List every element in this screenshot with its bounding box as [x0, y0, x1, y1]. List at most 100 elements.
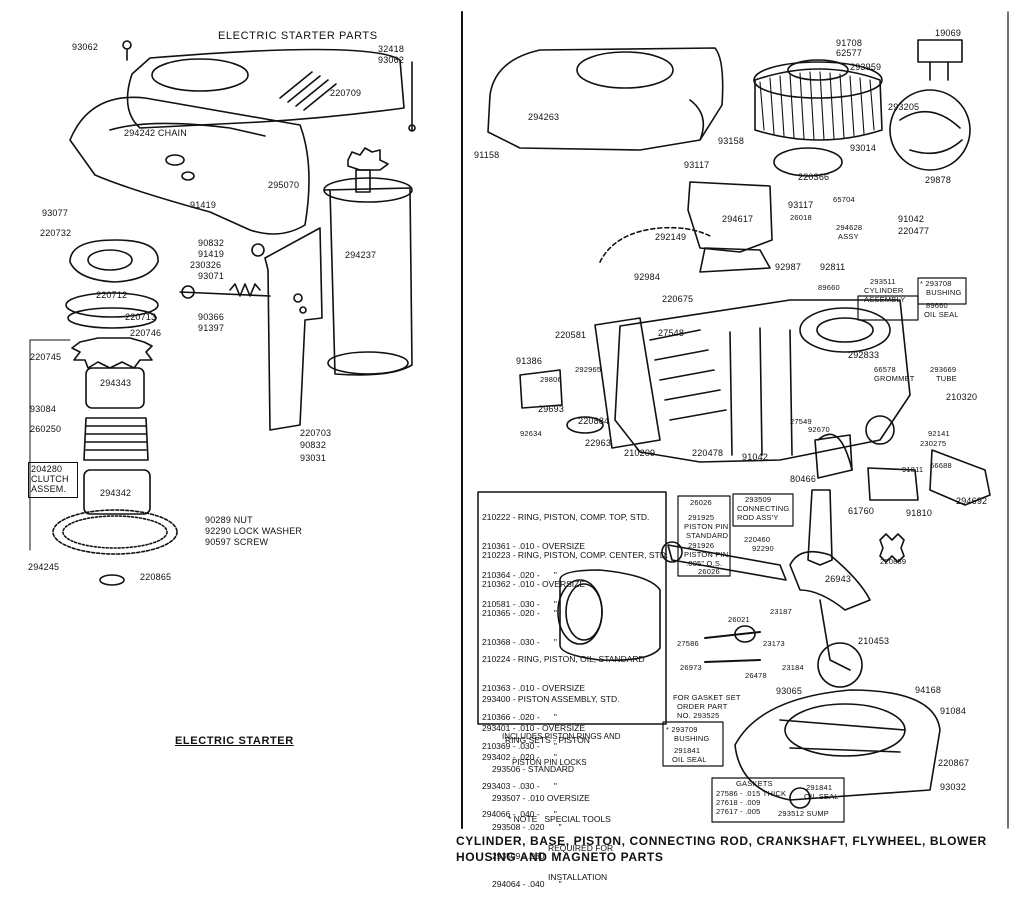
- label-29878: 29878: [925, 175, 952, 185]
- label-220732: 220732: [40, 228, 72, 238]
- label-91042b: 91042: [742, 452, 769, 462]
- label-294342: 294342: [100, 488, 132, 498]
- label-assy: ASSY: [838, 232, 859, 241]
- label-gasket-2: 27618 - .009: [716, 798, 761, 807]
- rings-top-list: 210222 - RING, PISTON, COMP. TOP, STD. 2…: [482, 494, 649, 628]
- parts-diagram-page: ELECTRIC STARTER PARTS ELECTRIC STARTER …: [28, 11, 1009, 890]
- label-220712: 220712: [96, 290, 128, 300]
- title-electric-starter: ELECTRIC STARTER: [175, 735, 294, 747]
- label-220865: 220865: [140, 572, 172, 582]
- label-29693: 29693: [538, 404, 565, 414]
- label-210320: 210320: [946, 392, 978, 402]
- label-23187: 23187: [770, 607, 792, 616]
- rings-oil-list: 210224 - RING, PISTON, OIL, STANDARD 210…: [482, 636, 645, 770]
- note-line: REQUIRED FOR: [548, 842, 614, 853]
- label-26973: 26973: [680, 663, 702, 672]
- label-291841a: 291841: [674, 746, 701, 755]
- spring-260250: [83, 417, 149, 461]
- label-29806: 29806: [540, 375, 562, 384]
- rod-293509: [667, 544, 787, 581]
- label-tube: TUBE: [936, 374, 957, 383]
- title-electric-starter-parts: ELECTRIC STARTER PARTS: [218, 30, 378, 42]
- ring-set-line: 293506 - STANDARD: [492, 764, 575, 775]
- label-293511: 293511: [870, 277, 896, 286]
- rings-center-list: 210223 - RING, PISTON, COMP. CENTER, STD…: [482, 532, 668, 666]
- label-293509rod: 293509: [745, 495, 772, 504]
- label-order-part: ORDER PART: [677, 702, 728, 711]
- ring-sets-title: RING SETS - PISTON: [505, 735, 590, 745]
- clutch-assem-box: [28, 462, 78, 498]
- label-91419b: 91419: [198, 249, 225, 259]
- label-93117a: 93117: [684, 160, 710, 170]
- label-oilseal2: OIL SEAL: [672, 755, 707, 764]
- ring-line: 210369 - .030 - ": [482, 740, 557, 751]
- housing-294263: [487, 47, 724, 151]
- label-292833: 292833: [848, 350, 880, 360]
- label-pin4: .005" O.S.: [686, 559, 723, 568]
- label-23173: 23173: [763, 639, 785, 648]
- piston-293400: [559, 569, 661, 662]
- label-93065: 93065: [776, 686, 803, 696]
- ring-line: 210361 - .010 - OVERSIZE: [482, 540, 585, 551]
- label-93062b: 93062: [378, 55, 405, 65]
- label-293709: * 293709: [666, 725, 698, 734]
- label-assembly: ASSEMBLY: [864, 295, 906, 304]
- cover-220709: [126, 48, 405, 129]
- label-26478: 26478: [745, 671, 767, 680]
- special-tools-note: * NOTE SPECIAL TOOLS REQUIRED FOR INSTAL…: [508, 796, 613, 902]
- label-230326: 230326: [190, 260, 222, 270]
- label-89660a: 89660: [818, 283, 840, 292]
- gear-220712: [69, 239, 159, 283]
- label-93062a: 93062: [72, 42, 99, 52]
- label-291925: 291925: [688, 513, 715, 522]
- label-291841b: 291841: [806, 783, 833, 792]
- label-grommet: GROMMET: [874, 374, 915, 383]
- label-93117b: 93117: [788, 200, 814, 210]
- label-91811: 91811: [902, 465, 924, 474]
- label-65704: 65704: [833, 195, 855, 204]
- armature-294617: [687, 181, 773, 253]
- label-bushing: BUSHING: [926, 288, 962, 297]
- label-292149: 292149: [655, 232, 687, 242]
- ring-line: 210363 - .010 - OVERSIZE: [482, 682, 585, 693]
- label-26026b: 26026: [698, 567, 720, 576]
- label-nut: 90289 NUT: [205, 515, 253, 525]
- piston-line: 294066 - .040 - ": [482, 809, 557, 820]
- label-gasket-3: 27617 - .005: [716, 807, 761, 816]
- label-27586: 27586: [677, 639, 699, 648]
- label-220859: 220859: [880, 557, 907, 566]
- screen-294245: [52, 509, 178, 555]
- label-220709: 220709: [330, 88, 362, 98]
- includes-line: INCLUDES PISTON RINGS AND: [502, 732, 621, 741]
- label-293512: 293512 SUMP: [778, 809, 829, 818]
- label-91084: 91084: [940, 706, 967, 716]
- label-92984: 92984: [634, 272, 661, 282]
- label-gaskets: GASKETS: [736, 779, 773, 788]
- label-27548: 27548: [658, 328, 685, 338]
- ring-set-line: 294064 - .040 ": [492, 879, 562, 890]
- label-93084: 93084: [30, 404, 57, 414]
- label-32418: 32418: [378, 44, 405, 54]
- guard-295070: [69, 96, 310, 235]
- label-220745: 220745: [30, 352, 62, 362]
- piston-line: 293400 - PISTON ASSEMBLY, STD.: [482, 694, 620, 705]
- label-220746: 220746: [130, 328, 162, 338]
- label-gasket-set: FOR GASKET SET: [673, 693, 741, 702]
- label-19069: 19069: [935, 28, 962, 38]
- label-90832a: 90832: [198, 238, 225, 248]
- cylinder-293511: [614, 299, 911, 463]
- label-22963: 22963: [585, 438, 612, 448]
- label-210453: 210453: [858, 636, 890, 646]
- label-294242: 294242 CHAIN: [124, 128, 187, 138]
- label-94168: 94168: [915, 685, 942, 695]
- label-294263: 294263: [528, 112, 560, 122]
- crankshaft-26943: [807, 489, 833, 566]
- label-295070: 295070: [268, 180, 300, 190]
- label-91397: 91397: [198, 323, 225, 333]
- label-90832b: 90832: [300, 440, 327, 450]
- label-26021: 26021: [728, 615, 750, 624]
- ring-set-line: 293509 - .030 ": [492, 850, 562, 861]
- label-220884: 220884: [578, 416, 610, 426]
- label-assem: ASSEM.: [31, 484, 67, 494]
- label-61760: 61760: [848, 506, 875, 516]
